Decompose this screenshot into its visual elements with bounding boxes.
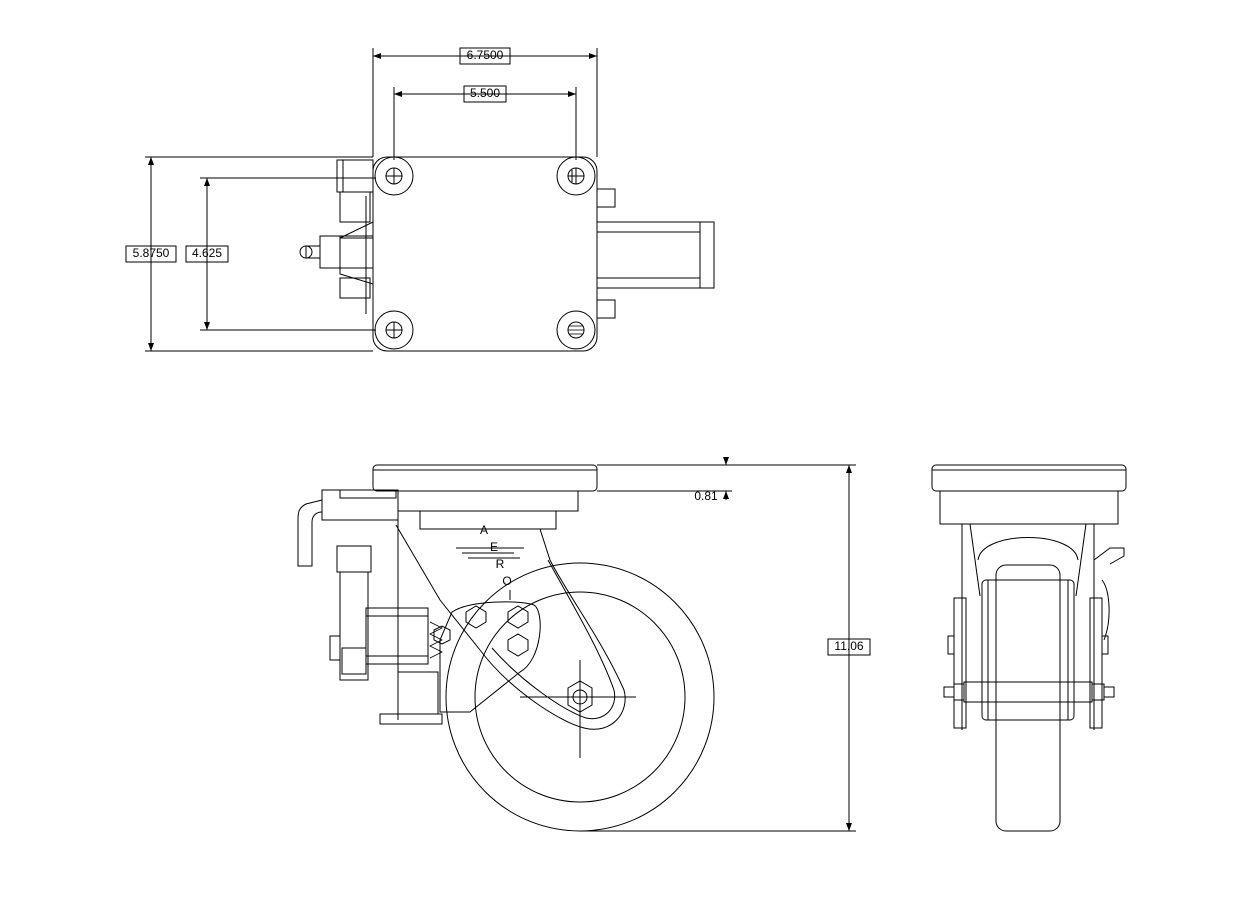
brake-pedal-side bbox=[297, 489, 443, 725]
dim-overall-length: 5.8750 bbox=[133, 246, 170, 260]
front-wheel bbox=[995, 564, 1061, 832]
axle-nut bbox=[567, 680, 593, 713]
wheel-projection bbox=[596, 221, 715, 289]
logo-letter-r: R bbox=[496, 557, 505, 571]
brake-mechanism-top bbox=[299, 159, 374, 314]
bolt-hole-top-right bbox=[556, 156, 596, 196]
right-tab-upper bbox=[596, 188, 616, 208]
dim-bolt-width: 5.500 bbox=[470, 86, 500, 100]
front-plate bbox=[931, 464, 1127, 492]
right-tab-lower bbox=[596, 299, 616, 319]
side-view: A E R O bbox=[297, 464, 715, 832]
bolt-hole-top-left bbox=[374, 156, 414, 196]
logo-letter-a: A bbox=[480, 523, 488, 537]
brake-plate bbox=[439, 601, 541, 713]
dim-overall-height: 11.06 bbox=[834, 639, 863, 653]
fork-leg bbox=[395, 524, 626, 730]
top-plate-outline bbox=[372, 156, 598, 352]
dim-bolt-length: 4.625 bbox=[192, 246, 222, 260]
side-plate bbox=[372, 464, 598, 492]
front-view bbox=[931, 464, 1127, 832]
bolt-hole-bottom-left bbox=[374, 310, 414, 350]
dim-overall-width: 6.7500 bbox=[467, 48, 504, 62]
side-wheel-inner bbox=[474, 591, 686, 803]
logo-letter-o: O bbox=[502, 574, 511, 588]
dimension-lines: 6.7500 5.500 5.8750 4.625 0.81 bbox=[125, 47, 871, 832]
top-view bbox=[299, 156, 715, 352]
dim-plate-thickness: 0.81 bbox=[694, 489, 718, 503]
bolt-hole-bottom-right bbox=[556, 310, 596, 350]
logo-letter-e: E bbox=[490, 540, 498, 554]
aero-logo: A E R O bbox=[456, 523, 524, 600]
